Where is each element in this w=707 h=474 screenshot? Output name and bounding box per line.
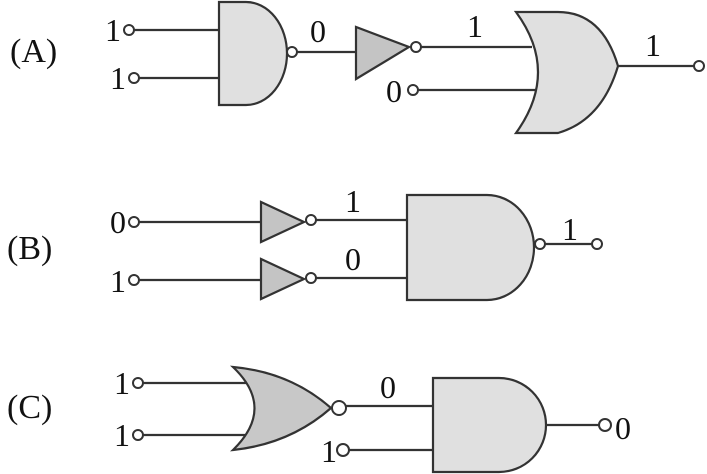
circuit-c-input-1-terminal	[132, 377, 144, 389]
circuit-c-input-2-value: 1	[114, 417, 130, 453]
circuit-a-not-output-value: 1	[467, 8, 483, 44]
circuit-c-output-value: 0	[615, 410, 631, 446]
circuit-c-output-terminal	[598, 418, 612, 432]
circuit-b-input-1-value: 0	[110, 204, 126, 240]
circuit-c: (C) 1 1 0 1 0	[7, 365, 631, 474]
circuit-a-input-2-terminal	[128, 72, 140, 84]
circuit-a-output-terminal	[693, 60, 705, 72]
circuit-c-nor-bubble	[331, 400, 347, 416]
circuit-a-input-2-value: 1	[110, 60, 126, 96]
circuit-b-not-bubble-2	[305, 272, 317, 284]
circuit-a: (A) 1 1 0 1 0 1	[10, 0, 705, 135]
circuit-b-nand-bubble	[534, 238, 546, 250]
circuit-a-input-1-value: 1	[105, 12, 121, 48]
circuit-c-nor-output-value: 0	[380, 369, 396, 405]
circuit-a-output-value: 1	[645, 27, 661, 63]
circuit-a-or-gate	[513, 10, 620, 135]
circuit-b-nand-gate	[405, 193, 536, 302]
circuit-a-or-input-terminal	[407, 84, 419, 96]
circuit-b: (B) 0 1 1 0 1	[7, 183, 603, 302]
circuit-a-nand-bubble	[286, 46, 298, 58]
circuit-b-not-output-value-2: 0	[345, 241, 361, 277]
circuit-b-label: (B)	[7, 230, 52, 267]
circuit-a-not-gate	[354, 25, 412, 81]
circuit-c-label: (C)	[7, 389, 52, 426]
circuit-b-input-2-value: 1	[110, 263, 126, 299]
circuit-b-not-output-value-1: 1	[345, 183, 361, 219]
circuit-a-or-input-value: 0	[386, 73, 402, 109]
circuit-a-nand-gate	[217, 0, 289, 107]
circuit-c-input-2-terminal	[132, 429, 144, 441]
circuit-a-label: (A)	[10, 33, 57, 70]
circuit-c-nor-gate	[229, 365, 333, 452]
circuit-a-not-bubble	[410, 41, 422, 53]
circuit-b-not-bubble-1	[305, 214, 317, 226]
circuit-b-not-gate-2	[259, 257, 307, 301]
circuit-b-output-terminal	[591, 238, 603, 250]
circuit-c-and-gate	[431, 376, 548, 474]
circuit-c-and-input-terminal	[336, 443, 350, 457]
circuit-c-and-input-value: 1	[321, 433, 337, 469]
circuit-c-input-1-value: 1	[114, 365, 130, 401]
circuit-b-input-1-terminal	[128, 216, 140, 228]
circuit-b-input-2-terminal	[128, 274, 140, 286]
circuit-b-not-gate-1	[259, 200, 307, 244]
circuit-b-output-value: 1	[562, 211, 578, 247]
circuit-a-nand-output-value: 0	[310, 13, 326, 49]
circuit-a-input-1-terminal	[123, 24, 135, 36]
